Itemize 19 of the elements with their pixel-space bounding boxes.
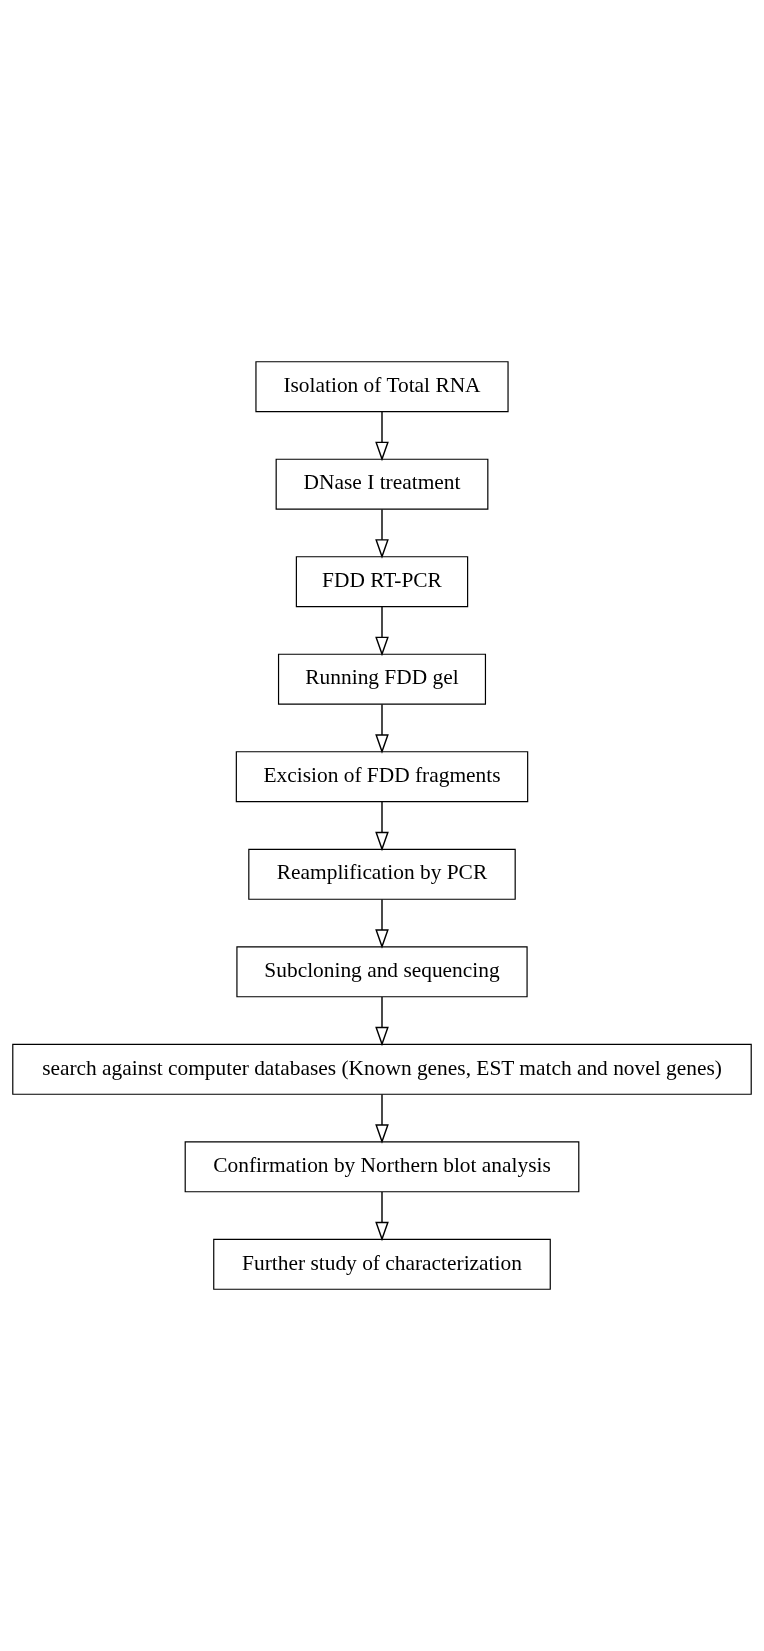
arrow — [375, 1191, 389, 1242]
node-box: Isolation of Total RNA — [255, 361, 509, 413]
node-box: Subcloning and sequencing — [236, 946, 528, 998]
arrow — [375, 996, 389, 1047]
node-box: DNase I treatment — [275, 458, 489, 510]
node-box: Excision of FDD fragments — [235, 751, 529, 803]
node-box: Confirmation by Northern blot analysis — [184, 1141, 580, 1193]
arrow — [375, 703, 389, 754]
node-box: FDD RT-PCR — [295, 556, 469, 608]
arrow — [375, 508, 389, 559]
node-box: Reamplification by PCR — [248, 848, 516, 900]
arrow — [375, 1093, 389, 1144]
arrow — [375, 898, 389, 949]
node-box: Further study of characterization — [213, 1238, 551, 1290]
node-box: Running FDD gel — [277, 653, 487, 705]
arrow — [375, 606, 389, 657]
arrow — [375, 411, 389, 462]
node-box: search against computer databases (Known genes, EST match and novel genes) — [12, 1043, 752, 1095]
arrow — [375, 801, 389, 852]
